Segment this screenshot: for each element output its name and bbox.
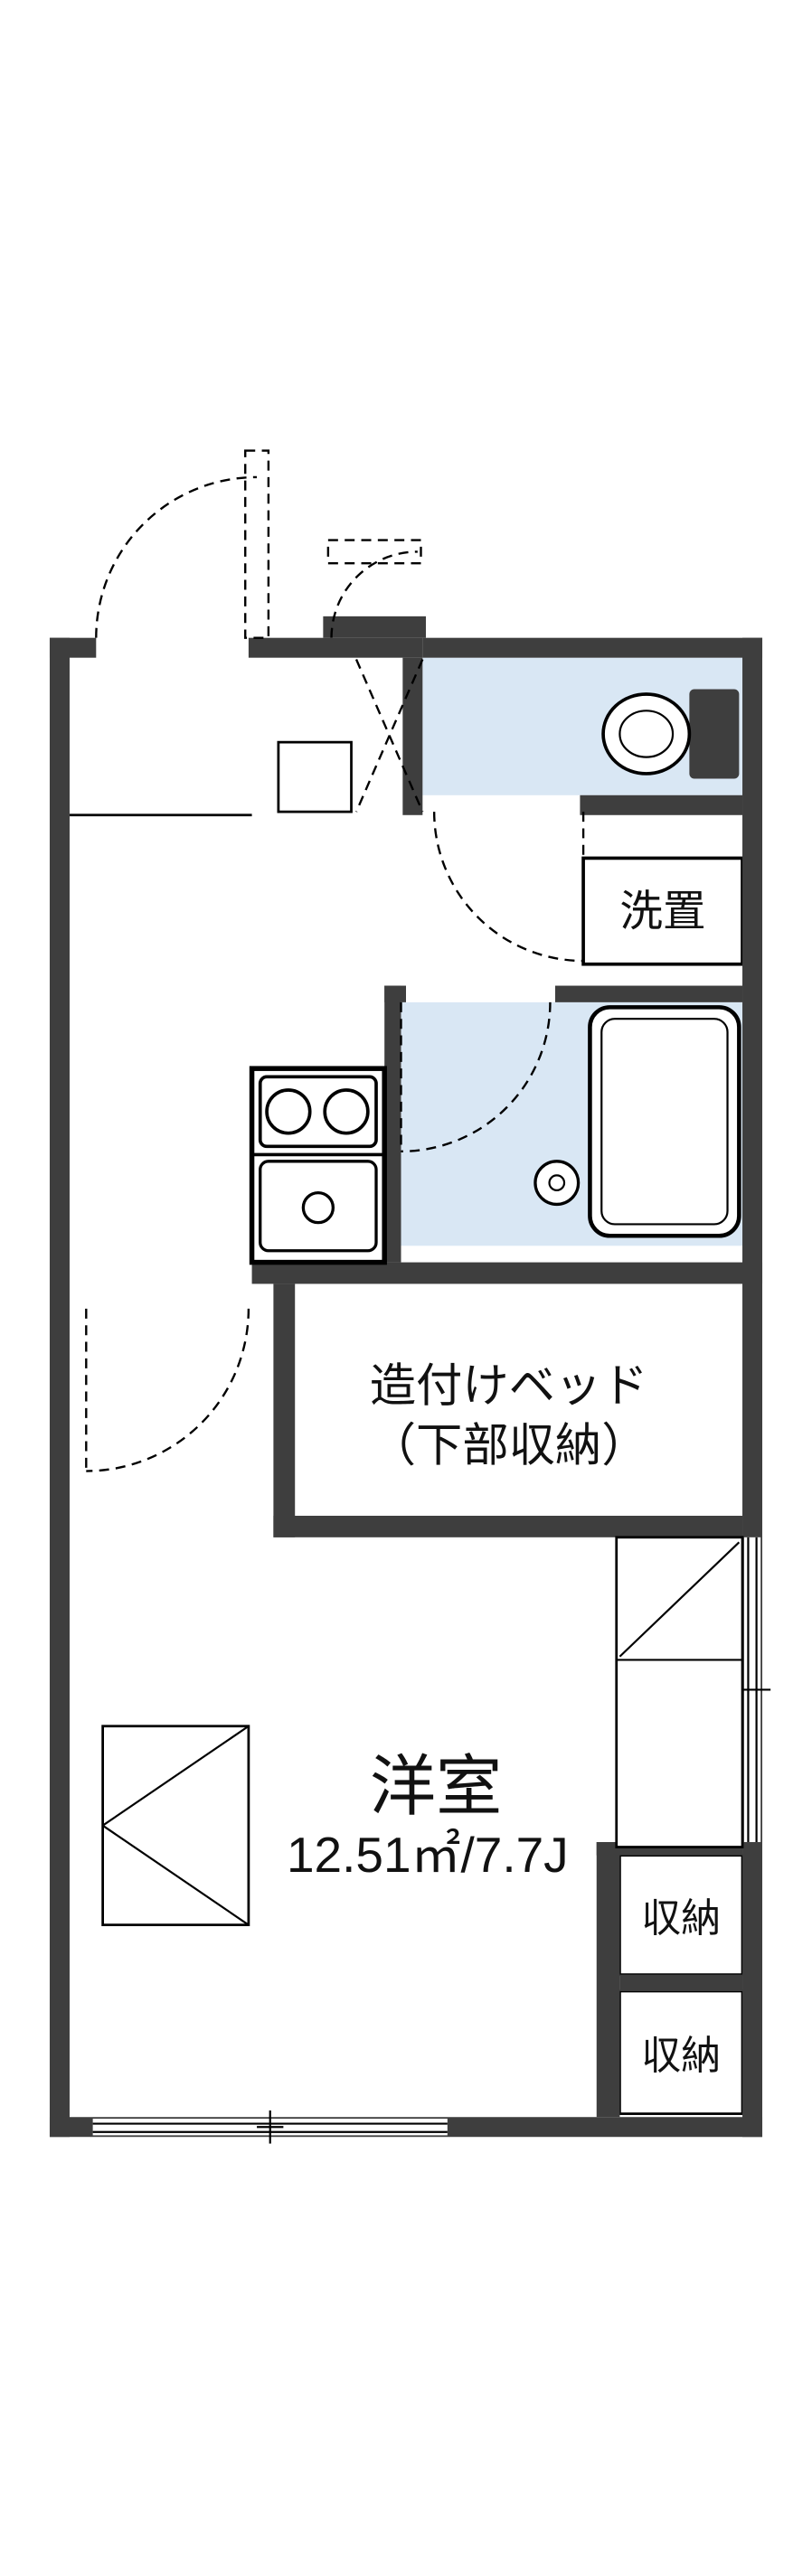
room-area-label: 12.51㎡/7.7J	[287, 1827, 569, 1883]
bathtub-inner	[600, 1018, 729, 1226]
kitchen-unit	[249, 1066, 387, 1265]
toilet-bowl-icon	[601, 692, 692, 776]
side-column	[615, 1536, 744, 1848]
windows	[92, 1537, 771, 2144]
toilet-door-swing-arc	[432, 812, 584, 963]
wall-right	[742, 637, 763, 2138]
room-name-label: 洋室	[370, 1749, 503, 1823]
wall-bed-top	[251, 1262, 763, 1284]
closet-fold-mark	[354, 659, 424, 813]
counter-diagonal	[618, 1541, 741, 1658]
wall-toilet-bottom	[580, 794, 743, 815]
bath-drain-icon	[533, 1160, 581, 1207]
storage-lower-label: 収納	[641, 2034, 721, 2078]
wall-top-block	[323, 616, 426, 638]
wall-bed-bottom	[273, 1515, 743, 1537]
wall-storage-left	[596, 1842, 620, 2118]
shoe-cabinet	[277, 740, 353, 813]
toilet-fixture	[601, 689, 740, 779]
wall-top-mid	[248, 637, 423, 658]
small-door-leaf	[326, 539, 422, 565]
wall-bath-top-right	[554, 985, 743, 1002]
bed-label-line1: 造付けベッド	[370, 1360, 648, 1412]
table-symbol	[101, 1725, 250, 1927]
wall-bed-left	[273, 1283, 296, 1537]
wall-left	[49, 637, 70, 2138]
wall-storage-divider	[619, 1974, 743, 1991]
entrance-door-swing-arc	[95, 475, 258, 638]
sink-icon	[259, 1160, 378, 1253]
wall-toilet-left	[402, 657, 423, 815]
small-door-swing-arc	[330, 550, 418, 638]
wall-top-right	[422, 637, 763, 658]
bath-fixtures	[533, 1005, 741, 1238]
fixtures	[69, 689, 744, 1927]
stove-burner-icon	[265, 1088, 312, 1135]
wall-bath-left	[384, 985, 401, 1263]
bath-drain-center	[548, 1174, 566, 1191]
bathtub-icon	[588, 1005, 741, 1238]
table-diagonal	[102, 1824, 250, 1926]
stove-icon	[258, 1075, 378, 1149]
storage-upper-label: 収納	[641, 1896, 721, 1941]
labels: 洗置 造付けベッド （下部収納） 洋室 12.51㎡/7.7J 収納 収納	[287, 888, 721, 2079]
table-diagonal	[102, 1725, 250, 1827]
counter-column	[615, 1536, 744, 1848]
sink-drain-icon	[301, 1190, 335, 1225]
stove-burner-icon	[323, 1088, 370, 1135]
kitchen-counter	[249, 1066, 387, 1265]
door-swings	[85, 449, 585, 1472]
bed-label-line2: （下部収納）	[370, 1420, 648, 1471]
table-icon	[101, 1725, 250, 1927]
toilet-bowl-inner	[618, 710, 675, 758]
laundry-label: 洗置	[619, 888, 705, 936]
bath-door-swing-arc	[401, 1001, 552, 1152]
entrance-door-leaf	[244, 449, 270, 639]
room-door-swing-arc	[86, 1308, 250, 1472]
toilet-tank-icon	[689, 689, 740, 779]
